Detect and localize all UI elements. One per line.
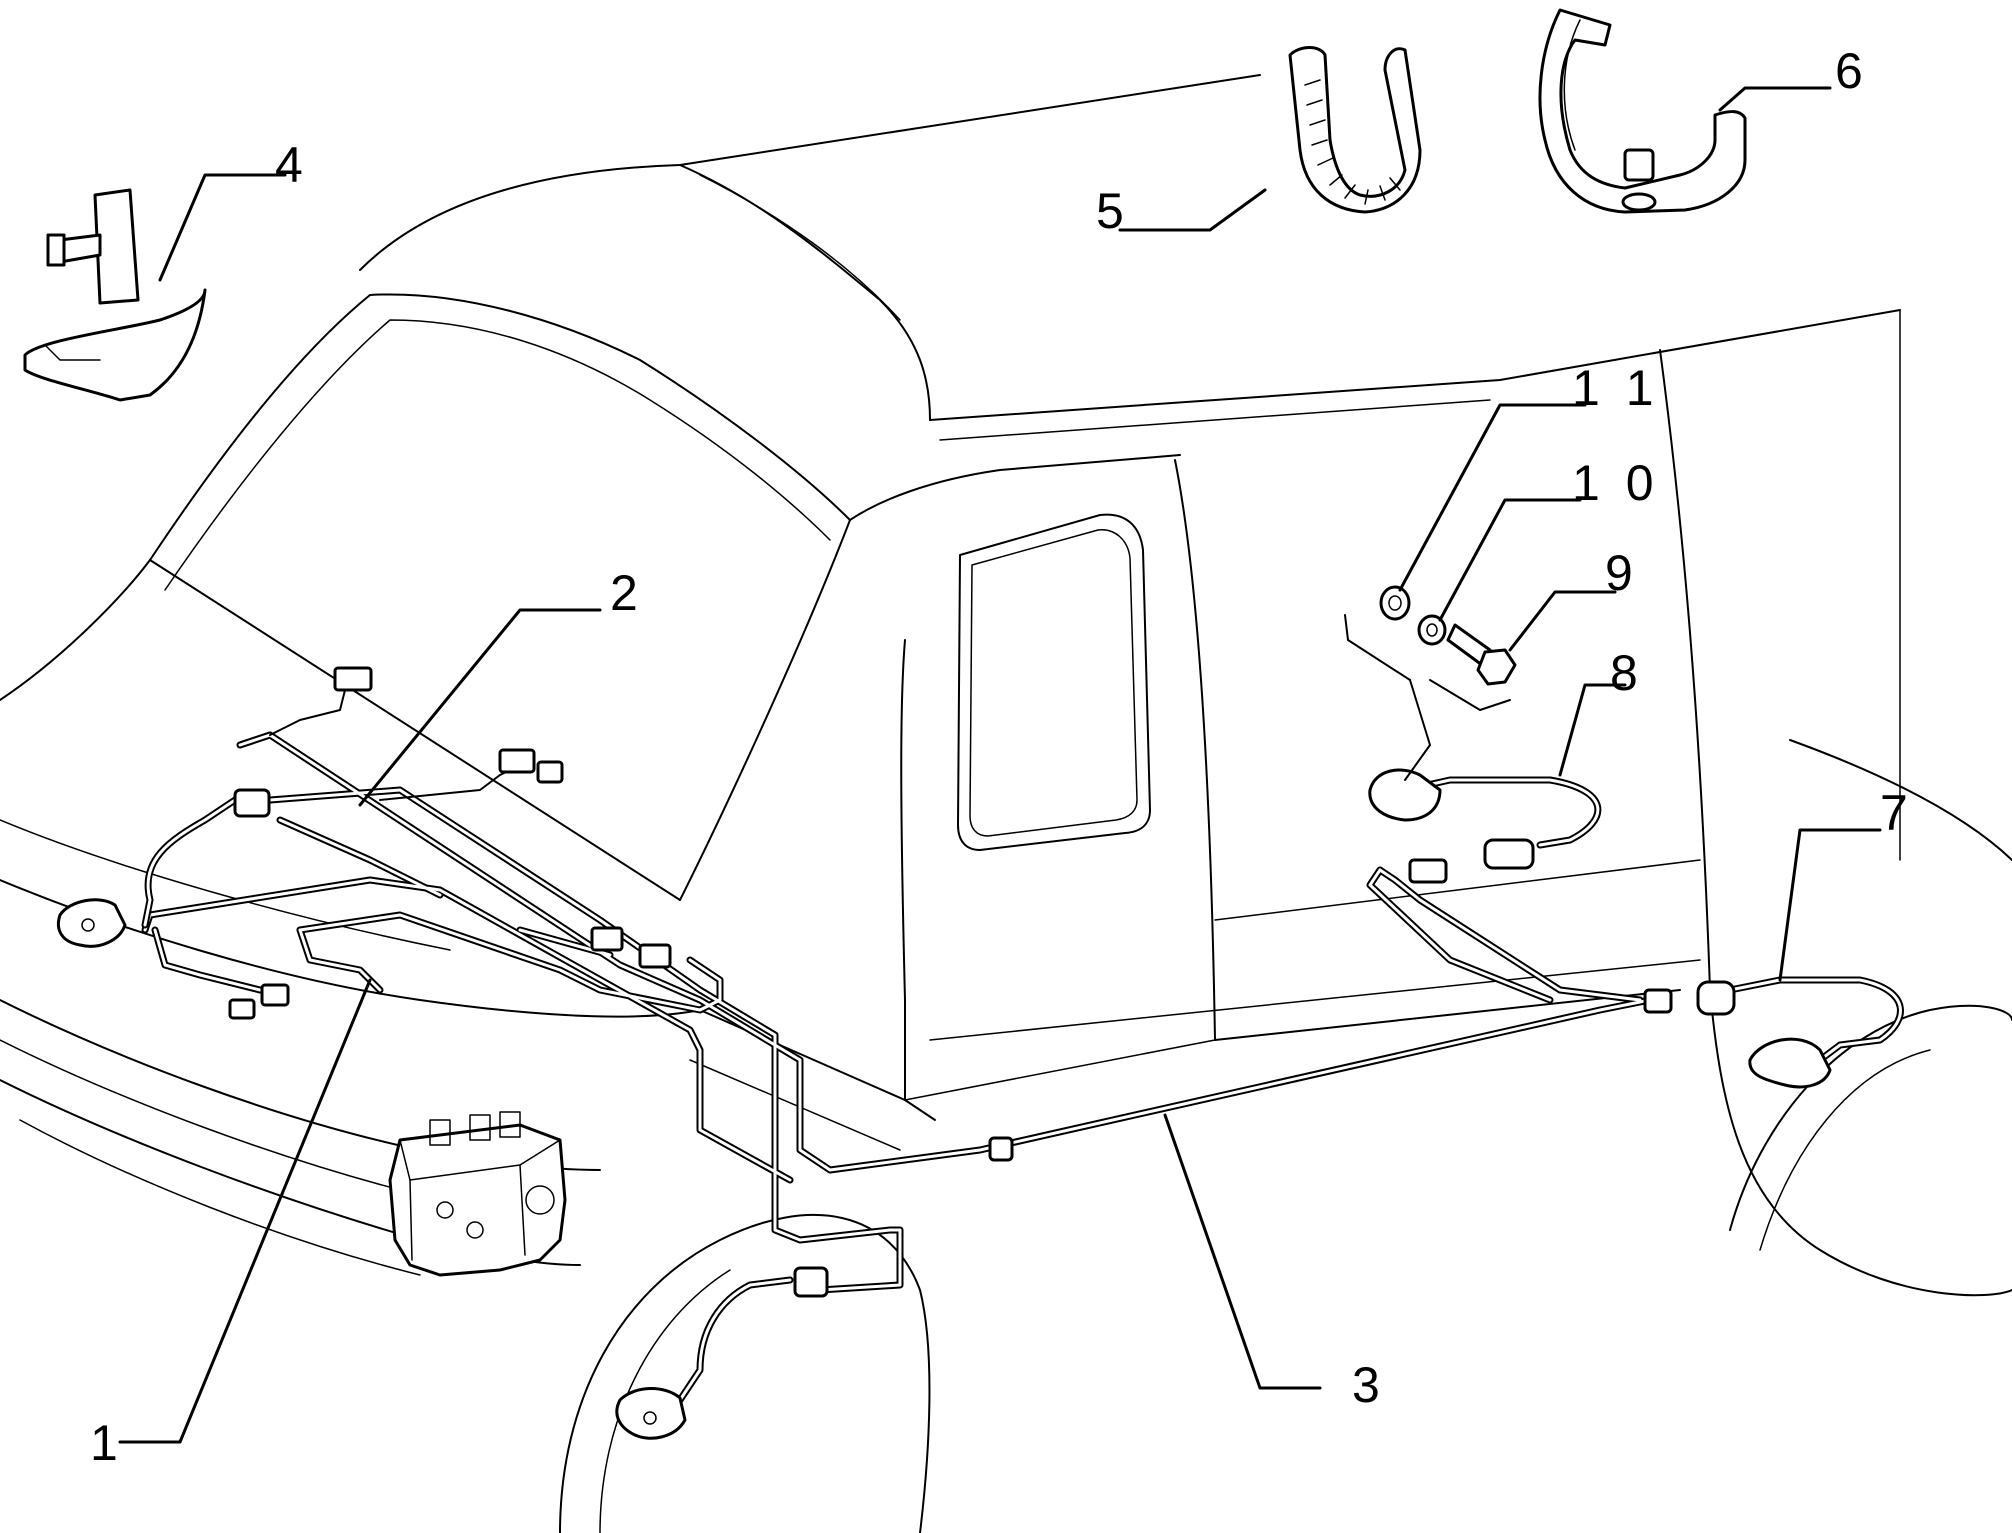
- ribbed-clip-item-5: [1288, 46, 1422, 214]
- nut-item-11: [1379, 585, 1411, 621]
- harness-connector: [260, 983, 290, 1007]
- pipe-coupler: [988, 1136, 1014, 1162]
- callout-2: 2: [610, 565, 644, 621]
- abs-hydraulic-unit: [388, 1111, 567, 1277]
- callout-3: 3: [1352, 1357, 1386, 1413]
- callout-1: 1: [90, 1415, 124, 1471]
- rear-abs-sensor-item-7: [1696, 976, 1904, 1089]
- callout-labels: 1 2 3 4 5 6 7 8 9 1 0 1 1: [90, 43, 1914, 1471]
- harness-connector: [590, 926, 624, 952]
- callout-9: 9: [1605, 545, 1639, 601]
- pipe-coupler: [1643, 988, 1673, 1014]
- rear-abs-sensor-item-8: [1368, 768, 1602, 884]
- front-right-abs-sensor: [615, 1266, 829, 1440]
- bolt-item-9: [1446, 623, 1517, 686]
- vehicle-body-outline: [0, 74, 2012, 1533]
- bracket-stud-item-4: [23, 188, 207, 402]
- brake-pipe-network: [141, 731, 1673, 1294]
- sensor-mount-bracket: [1344, 614, 1511, 781]
- callout-10: 1 0: [1572, 455, 1660, 511]
- callout-11: 1 1: [1572, 360, 1660, 416]
- harness-connector: [498, 748, 536, 774]
- harness-connector: [638, 943, 672, 969]
- wiring-harness: [228, 666, 672, 1020]
- harness-connector: [228, 998, 256, 1020]
- harness-connector: [333, 666, 373, 692]
- callout-7: 7: [1880, 785, 1914, 841]
- callout-5: 5: [1096, 183, 1130, 239]
- harness-connector: [536, 760, 564, 784]
- callout-8: 8: [1610, 645, 1644, 701]
- callout-leaders: [118, 86, 1882, 1444]
- front-left-abs-sensor: [56, 788, 271, 948]
- saddle-clip-item-6: [1538, 8, 1747, 214]
- callout-6: 6: [1835, 43, 1869, 99]
- callout-4: 4: [275, 137, 309, 193]
- washer-item-10: [1417, 614, 1447, 646]
